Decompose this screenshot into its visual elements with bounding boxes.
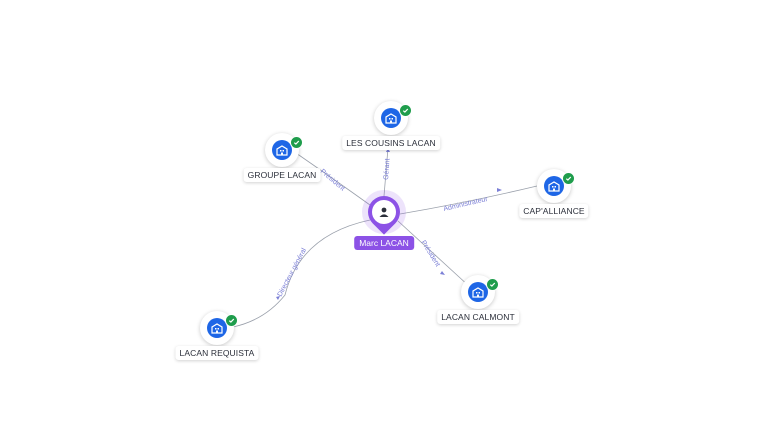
company-name[interactable]: GROUPE LACAN (243, 168, 321, 182)
company-name[interactable]: LACAN REQUISTA (175, 346, 259, 360)
company-name[interactable]: CAP'ALLIANCE (519, 204, 589, 218)
edge-label-capalliance: Administrateur (443, 196, 489, 213)
company-building-icon (207, 318, 227, 338)
person-icon (372, 200, 396, 224)
verified-check-icon (399, 104, 412, 117)
edge-capalliance (399, 185, 538, 215)
edge-label-groupe-lacan: Président (319, 168, 346, 192)
company-building-icon (381, 108, 401, 128)
company-name[interactable]: LES COUSINS LACAN (342, 136, 440, 150)
edge-lacan-calmont (397, 220, 471, 288)
company-building-icon (272, 140, 292, 160)
verified-check-icon (486, 278, 499, 291)
verified-check-icon (562, 172, 575, 185)
edge-label-lacan-requista: Directeur général (277, 247, 309, 298)
company-node-circle[interactable] (461, 275, 495, 309)
arrow-capalliance (497, 188, 502, 192)
person-name[interactable]: Marc LACAN (354, 236, 414, 250)
arrow-les-cousins-lacan (386, 148, 390, 152)
company-building-icon (468, 282, 488, 302)
verified-check-icon (290, 136, 303, 149)
edge-label-les-cousins-lacan: Gérant (383, 158, 391, 180)
company-node-circle[interactable] (537, 169, 571, 203)
edge-lacan-requista (232, 219, 371, 328)
arrow-lacan-requista (276, 296, 280, 300)
company-node-circle[interactable] (374, 101, 408, 135)
verified-check-icon (225, 314, 238, 327)
company-name[interactable]: LACAN CALMONT (437, 310, 519, 324)
edge-label-lacan-calmont: Président (419, 239, 441, 268)
company-building-icon (544, 176, 564, 196)
arrow-lacan-calmont (440, 271, 445, 275)
edge-groupe-lacan (295, 152, 371, 206)
